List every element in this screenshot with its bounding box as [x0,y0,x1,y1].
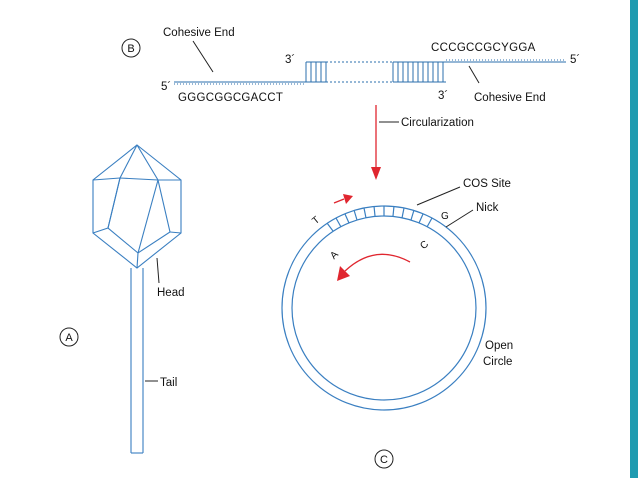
panel-b-letter: B [127,43,134,55]
red-arrow-curved [337,253,411,281]
circularization-label: Circularization [401,117,474,129]
cos-site-label: COS Site [463,178,511,190]
prime-5-left: 5´ [161,81,171,93]
open-circle-inner-ring [291,215,477,401]
phage-tail-icon [130,268,144,454]
panel-c: T G A C COS Site Nick Open Circle C [281,178,513,469]
cos-site-ticks [326,205,433,232]
cos-site-pointer [416,186,461,206]
tail-label: Tail [160,377,177,389]
cohesive-end-left-label: Cohesive End [163,27,235,39]
cohesive-end-right-label: Cohesive End [474,92,546,104]
panel-b: B Cohesive End 5´ 3´ [121,27,580,104]
base-t: T [310,215,322,227]
panel-a-circle [59,327,79,347]
panel-a-letter: A [65,332,73,344]
nick-pointer [445,209,474,228]
open-circle-label-line2: Circle [483,356,512,368]
panel-c-circle [374,449,394,469]
edge-accent-strip [630,0,638,478]
right-duplex-block [392,61,446,83]
base-a: A [328,249,341,262]
sequence-right: CCCGCCGCYGGA [431,42,536,54]
prime-5-right: 5´ [570,54,580,66]
base-g: G [441,211,449,222]
nick-label: Nick [476,202,499,214]
panel-b-circle [121,38,141,58]
left-duplex-block [305,61,328,83]
panel-c-letter: C [380,454,388,466]
red-arrow-small [333,194,353,204]
sequence-left: GGGCGGCGACCT [178,92,283,104]
panel-a: Head Tail A [59,144,185,454]
open-circle-outer-ring [281,205,487,411]
head-pointer [156,257,160,284]
phage-head-icon [92,144,182,269]
open-circle-label-line1: Open [485,340,513,352]
circularization-arrow-head [371,167,381,180]
cohesive-end-right-pointer [468,65,480,84]
prime-3-right: 3´ [438,90,448,102]
base-c: C [418,239,431,252]
head-label: Head [157,287,185,299]
circularization-arrow: Circularization [371,105,474,180]
cohesive-end-left-pointer [192,40,214,73]
prime-3-left: 3´ [285,54,295,66]
